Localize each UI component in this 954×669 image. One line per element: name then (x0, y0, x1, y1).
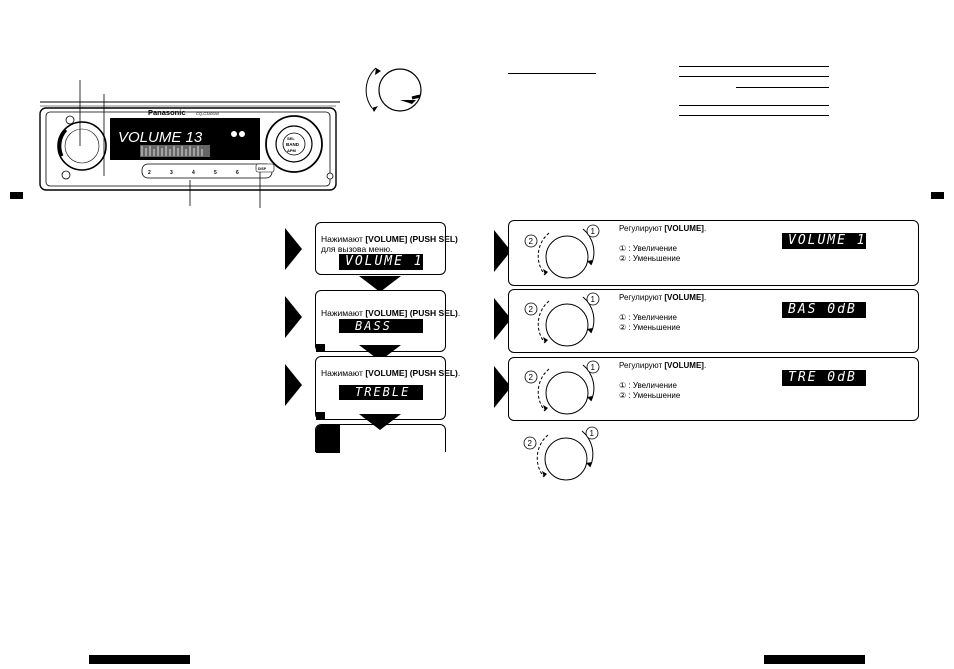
step-instruction-line2: для вызова меню. (321, 244, 393, 254)
step-corner-mark (316, 344, 325, 352)
step-instruction-prefix: Нажимают (321, 368, 366, 378)
adjust-instruction: Регулируют [VOLUME]. (619, 293, 706, 303)
knob-label-two: 2 (528, 439, 533, 448)
radio-drawing: VOLUME 13 Panasonic CQ-C3401W 2 3 4 5 6 … (39, 101, 340, 191)
step-arrow-down (359, 414, 401, 430)
knob-label-one: 1 (590, 429, 595, 438)
rule-line (508, 73, 596, 74)
step-tab-2 (285, 296, 302, 338)
adjust-tab-3 (494, 366, 511, 408)
adjust-tab-2 (494, 298, 511, 340)
adjust-suffix: . (703, 361, 707, 370)
adjust-increase: ① : Увеличение (619, 244, 677, 253)
adjust-key: [VOLUME] (664, 224, 704, 233)
adjust-increase: ① : Увеличение (619, 381, 677, 390)
rotate-knob-icon: 1 2 (524, 360, 600, 415)
disp-button-label: DISP (258, 167, 267, 171)
knob-label-two: 2 (529, 373, 534, 382)
adjust-key: [VOLUME] (664, 361, 704, 370)
rule-line (679, 66, 829, 67)
dial-band-label: BAND (286, 142, 300, 147)
step-corner-mark (316, 412, 325, 420)
knob-label-one: 1 (591, 295, 596, 304)
preset-number: 6 (236, 170, 239, 176)
step-lcd-display: VOLUME 13 (339, 254, 423, 270)
adjust-lcd-display: TRE 0dB (782, 370, 866, 386)
step-instruction-suffix: . (457, 308, 461, 318)
adjust-key: [VOLUME] (664, 293, 704, 302)
step-instruction-prefix: Нажимают (321, 234, 366, 244)
page-footer-bar-left (89, 655, 190, 664)
step-instruction-key: [VOLUME] (PUSH SEL) (365, 234, 458, 244)
rotate-knob-icon (365, 67, 422, 112)
dial-apm-label: APM (287, 148, 297, 153)
step-lcd-display: BASS (339, 319, 423, 333)
adjust-lcd-display: BAS 0dB (782, 302, 866, 318)
step-box-3: Нажимают [VOLUME] (PUSH SEL). TREBLE (315, 356, 460, 420)
adjust-box-3: 1 2 Регулируют [VOLUME]. ① : Увеличение … (508, 357, 919, 421)
preset-number: 5 (214, 170, 217, 176)
preset-number: 4 (192, 170, 195, 176)
rule-line (736, 87, 829, 88)
radio-brand-label: Panasonic (148, 108, 186, 117)
knob-label-two: 2 (529, 237, 534, 246)
step-instruction-key: [VOLUME] (PUSH SEL) (365, 308, 458, 318)
page-edge-mark-right (931, 192, 944, 199)
radio-illustration: VOLUME 13 Panasonic CQ-C3401W 2 3 4 5 6 … (36, 100, 346, 200)
knob-label-one: 1 (591, 363, 596, 372)
adjust-prefix: Регулируют (619, 361, 665, 370)
preset-number: 3 (170, 170, 173, 176)
step-instruction-prefix: Нажимают (321, 308, 366, 318)
dial-sel-label: SEL (287, 136, 295, 141)
rotate-knob-icon: 1 2 (523, 426, 599, 481)
step-instruction: Нажимают [VOLUME] (PUSH SEL). (321, 368, 460, 379)
page-edge-mark-left (10, 192, 23, 199)
adjust-box-2: 1 2 Регулируют [VOLUME]. ① : Увеличение … (508, 289, 919, 353)
adjust-prefix: Регулируют (619, 293, 665, 302)
step-instruction: Нажимают [VOLUME] (PUSH SEL). (321, 308, 460, 319)
step-4-block (316, 425, 340, 453)
radio-model-label: CQ-C3401W (196, 111, 219, 116)
adjust-box-1: 1 2 Регулируют [VOLUME]. ① : Увеличение … (508, 220, 919, 286)
rule-line (679, 76, 829, 77)
step-box-2: Нажимают [VOLUME] (PUSH SEL). BASS (315, 290, 460, 352)
adjust-decrease: ② : Уменьшение (619, 323, 681, 332)
knob-label-one: 1 (591, 227, 596, 236)
step-tab-3 (285, 364, 302, 406)
adjust-suffix: . (703, 293, 707, 302)
radio-display-text: VOLUME 13 (118, 129, 203, 146)
rule-line (679, 115, 829, 116)
rotate-knob-icon: 1 2 (524, 224, 600, 279)
adjust-decrease: ② : Уменьшение (619, 391, 681, 400)
knob-label-two: 2 (529, 305, 534, 314)
step-box-4 (315, 424, 446, 453)
adjust-instruction: Регулируют [VOLUME]. (619, 361, 706, 371)
page-footer-bar-right (764, 655, 865, 664)
step-instruction-suffix: . (457, 368, 461, 378)
step-arrow-down (359, 276, 401, 292)
step-instruction-key: [VOLUME] (PUSH SEL) (365, 368, 458, 378)
step-tab-1 (285, 228, 302, 270)
adjust-prefix: Регулируют (619, 224, 665, 233)
adjust-instruction: Регулируют [VOLUME]. (619, 224, 706, 234)
adjust-decrease: ② : Уменьшение (619, 254, 681, 263)
adjust-tab-1 (494, 230, 511, 272)
adjust-suffix: . (703, 224, 707, 233)
leader-lines (79, 80, 261, 208)
step-lcd-display: TREBLE (339, 385, 423, 400)
adjust-lcd-display: VOLUME 13 (782, 233, 866, 249)
step-instruction: Нажимают [VOLUME] (PUSH SEL) (321, 234, 458, 245)
adjust-increase: ① : Увеличение (619, 313, 677, 322)
step-box-1: Нажимают [VOLUME] (PUSH SEL) для вызова … (315, 222, 458, 275)
rotate-knob-icon: 1 2 (524, 292, 600, 347)
preset-number: 2 (148, 170, 151, 176)
rule-line (679, 105, 829, 106)
